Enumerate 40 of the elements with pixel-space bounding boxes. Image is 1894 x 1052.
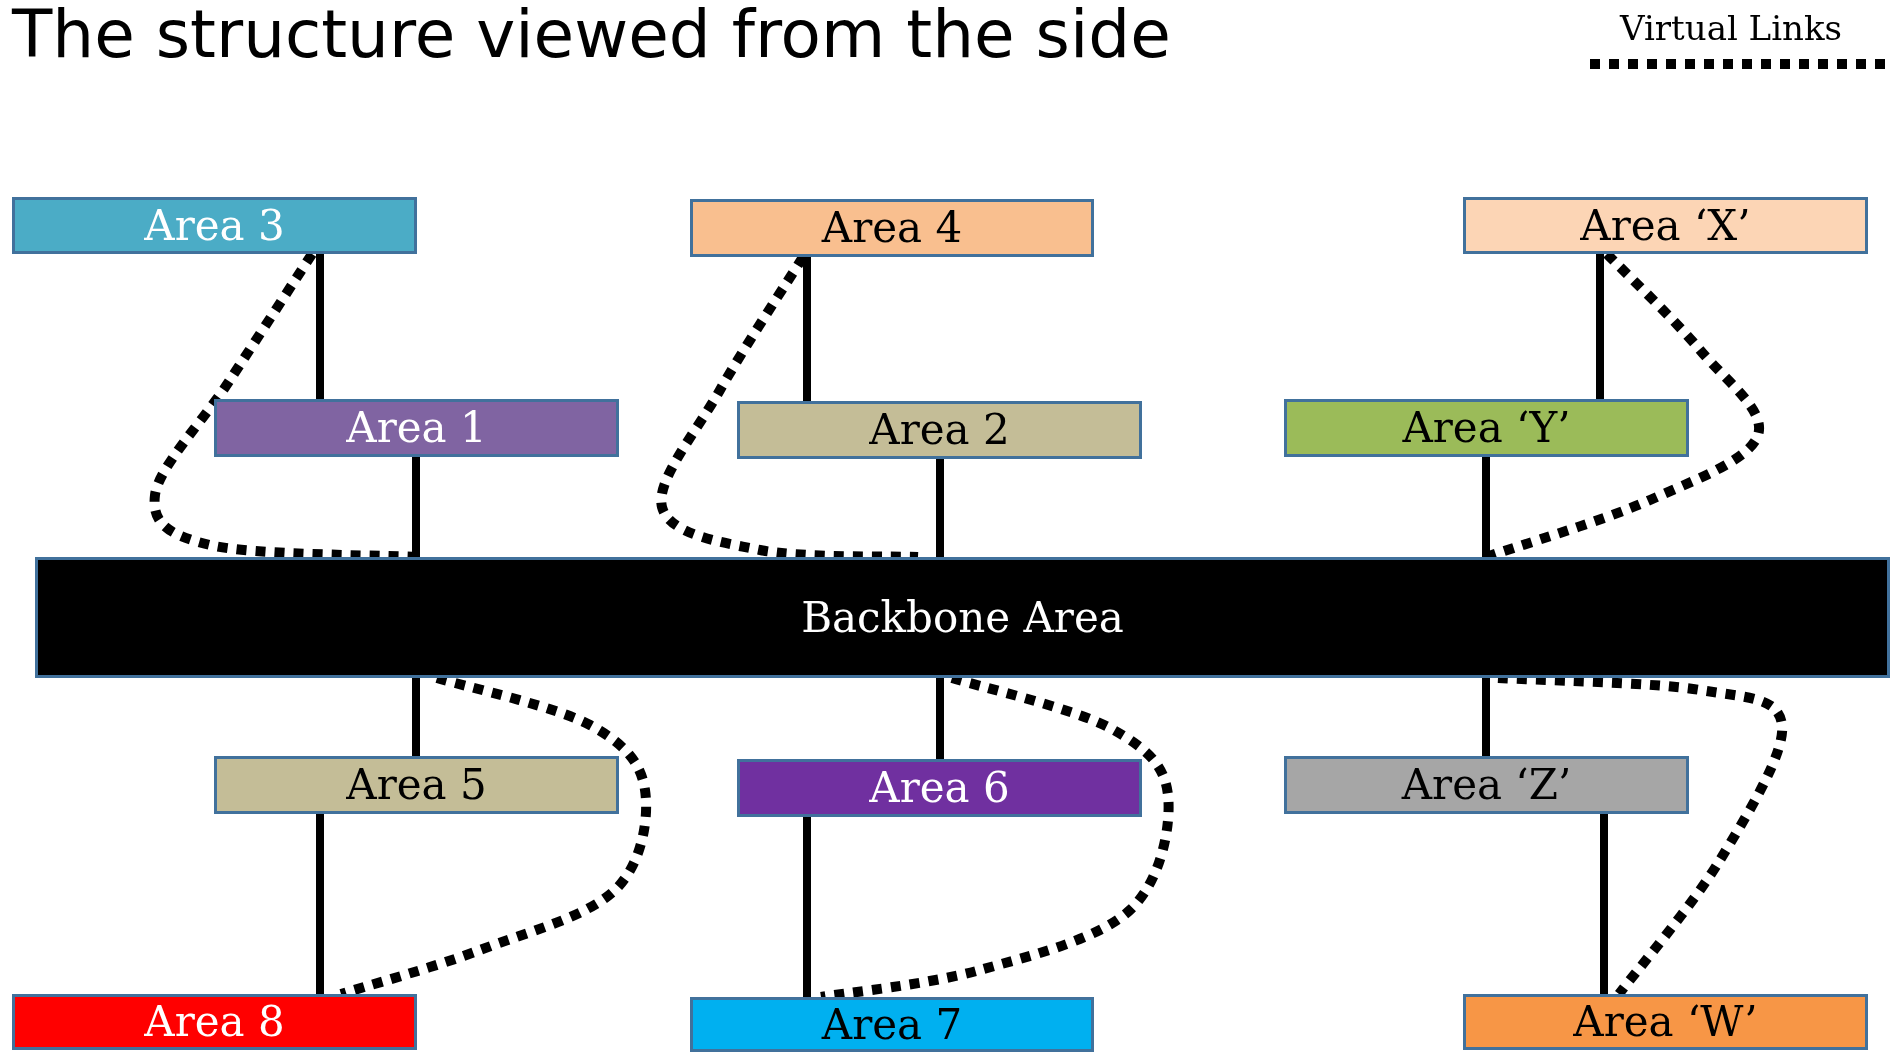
area-label: Area 2 [869,409,1010,451]
area-box [690,199,1094,257]
area-label: Area 6 [869,767,1010,809]
link-line [936,459,944,557]
link-line [1482,678,1490,756]
link-line [936,678,944,759]
area-label: Area 1 [346,407,487,449]
legend-label: Virtual Links [1620,8,1842,48]
area-label: Backbone Area [801,596,1124,639]
area-box [12,197,417,254]
backbone-bar [35,557,1890,678]
area-box [737,401,1142,459]
area-box [214,756,619,814]
area-label: Area 7 [821,1003,963,1046]
link-line [803,257,811,401]
area-label: Area ‘W’ [1573,1001,1758,1043]
area-box [1284,399,1689,457]
link-line [412,678,420,756]
area-box [690,997,1094,1052]
area-label: Area 4 [821,207,963,249]
area-label: Area ‘Z’ [1401,764,1572,806]
area-label: Area 3 [144,204,285,247]
area-label: Area 8 [144,1001,285,1043]
area-box [1463,197,1868,254]
link-line [803,817,811,997]
area-label: Area 5 [346,764,487,806]
area-box [12,994,417,1050]
area-box [737,759,1142,817]
link-line [316,814,324,994]
area-box [1284,756,1689,814]
area-label: Area ‘X’ [1580,204,1751,247]
link-line [1596,254,1604,399]
area-label: Area ‘Y’ [1402,407,1571,449]
diagram-title: The structure viewed from the side [12,0,1171,73]
area-box [1463,994,1868,1050]
link-line [1600,814,1608,994]
area-box [214,399,619,457]
link-line [1482,457,1490,557]
link-line [316,254,324,399]
link-line [412,457,420,557]
